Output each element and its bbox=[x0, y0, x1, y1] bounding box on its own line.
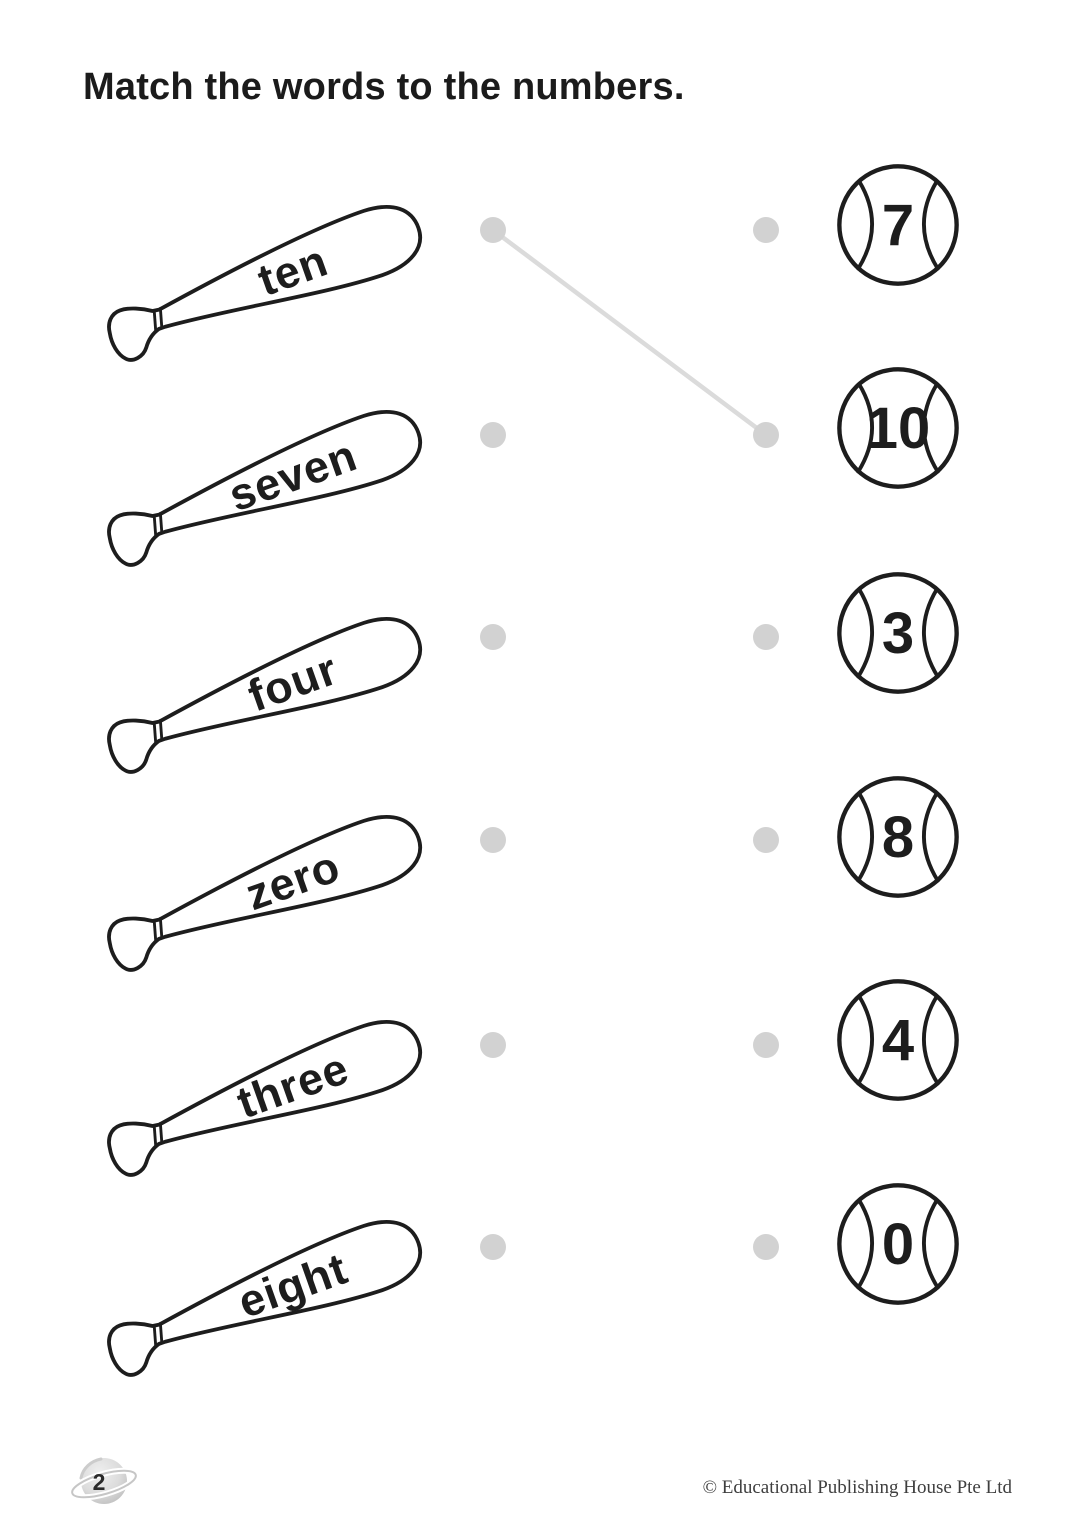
ball-number-10: 10 bbox=[865, 395, 931, 461]
ball-number-3: 3 bbox=[881, 600, 915, 666]
ball-number-4: 4 bbox=[881, 1007, 915, 1073]
word-dot-seven[interactable] bbox=[480, 422, 506, 448]
copyright-text: © Educational Publishing House Pte Ltd bbox=[702, 1477, 1012, 1498]
number-dot-7[interactable] bbox=[753, 217, 779, 243]
bat-ten: ten bbox=[82, 178, 430, 375]
page-number: 2 bbox=[93, 1469, 106, 1495]
number-dot-8[interactable] bbox=[753, 827, 779, 853]
word-dot-ten[interactable] bbox=[480, 217, 506, 243]
ball-number-8: 8 bbox=[881, 804, 915, 870]
number-dot-0[interactable] bbox=[753, 1234, 779, 1260]
bat-eight: eight bbox=[82, 1193, 430, 1390]
page-number-badge: 2 bbox=[66, 1446, 144, 1516]
ball-number-7: 7 bbox=[881, 192, 915, 258]
word-dot-four[interactable] bbox=[480, 624, 506, 650]
word-dot-three[interactable] bbox=[480, 1032, 506, 1058]
word-dot-eight[interactable] bbox=[480, 1234, 506, 1260]
ball-8: 8 bbox=[835, 774, 961, 900]
example-connection-line bbox=[490, 227, 769, 438]
ball-7: 7 bbox=[835, 162, 961, 288]
bat-four: four bbox=[82, 590, 430, 787]
ball-3: 3 bbox=[835, 570, 961, 696]
bat-three: three bbox=[82, 993, 430, 1190]
ball-10: 10 bbox=[835, 365, 961, 491]
page-title: Match the words to the numbers. bbox=[83, 66, 685, 108]
ball-0: 0 bbox=[835, 1181, 961, 1307]
bat-zero: zero bbox=[82, 788, 430, 985]
ball-number-0: 0 bbox=[881, 1211, 915, 1277]
number-dot-3[interactable] bbox=[753, 624, 779, 650]
bat-seven: seven bbox=[82, 383, 430, 580]
number-dot-10[interactable] bbox=[753, 422, 779, 448]
number-dot-4[interactable] bbox=[753, 1032, 779, 1058]
ball-4: 4 bbox=[835, 977, 961, 1103]
planet-icon bbox=[69, 1457, 139, 1504]
word-dot-zero[interactable] bbox=[480, 827, 506, 853]
